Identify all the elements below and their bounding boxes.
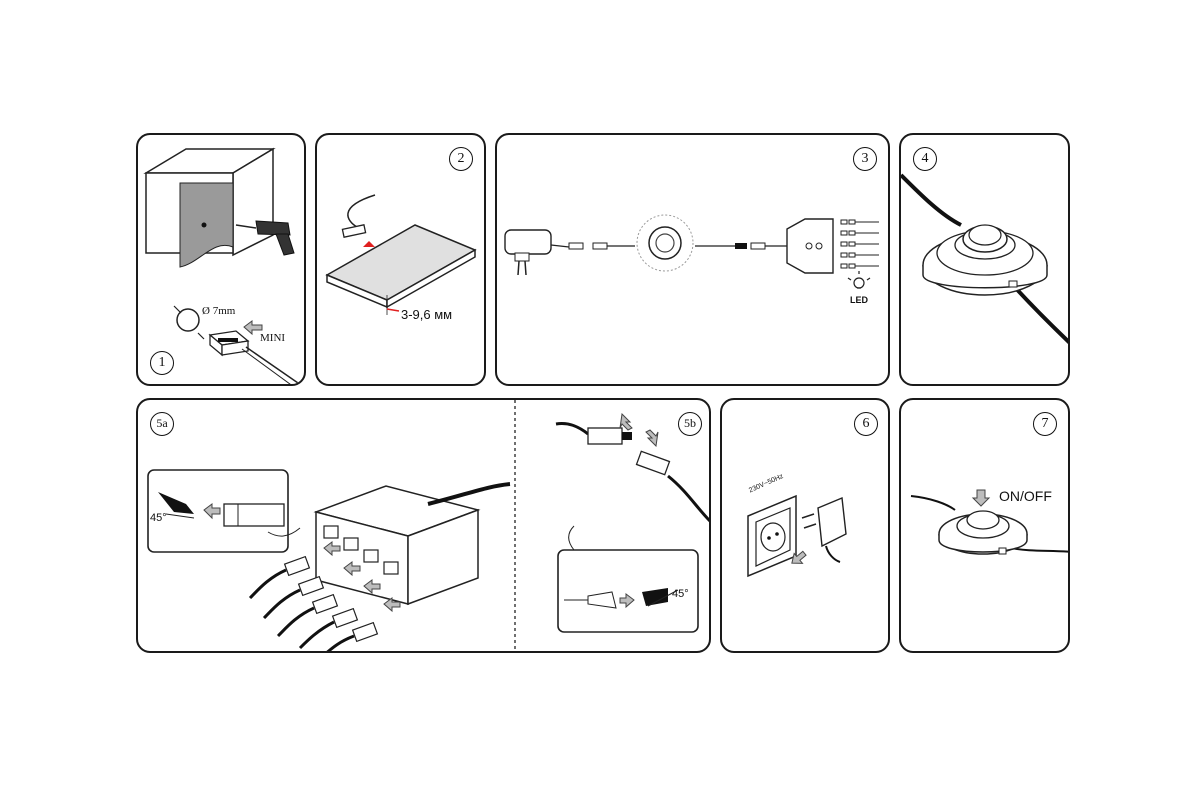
power-adapter-icon (504, 229, 552, 276)
panel-number-6: 6 (854, 412, 878, 436)
panel-7-onoff: ON/OFF 7 (899, 398, 1070, 653)
mini-connector-icon (208, 330, 299, 384)
shelf-mount-illustration (325, 194, 477, 315)
panel-number-1: 1 (150, 351, 174, 375)
led-bulb-icon (847, 271, 871, 289)
panel-4-switch: 4 (899, 133, 1070, 386)
round-light-icon (636, 214, 694, 272)
power-plug-icon (801, 496, 847, 563)
panel-6-power: 230V~50Hz 6 (720, 398, 890, 653)
led-label: LED (850, 295, 868, 305)
angle-detail-inset-5b (557, 549, 699, 633)
panel-1-drilling: Ø 7mm MINI 1 (136, 133, 306, 386)
foot-switch-illustration (901, 173, 1068, 344)
wiring-overview-illustration (504, 214, 879, 289)
press-arrow-icon (971, 489, 991, 507)
panel-number-7: 7 (1033, 412, 1057, 436)
panel-number-5a: 5a (150, 412, 174, 436)
insert-arrows-icon (323, 541, 401, 613)
mini-connector-label: MINI (260, 332, 286, 344)
drill-icon (235, 220, 295, 256)
hole-diameter-label: Ø 7mm (202, 305, 236, 317)
shelf-thickness-label: 3-9,6 мм (401, 307, 453, 322)
cabinet-drill-illustration (143, 147, 299, 384)
panel-2-mounting: 3-9,6 мм 2 (315, 133, 486, 386)
panel-number-4: 4 (913, 147, 937, 171)
multi-port-hub-icon (313, 482, 511, 606)
panel-5-connectors: 45° 45° 5a 5b (136, 398, 711, 653)
connector-assembly-illustration (147, 400, 709, 651)
angle-label-5b: 45° (672, 588, 689, 600)
connector-plugs-icon (283, 555, 379, 643)
round-switch-icon (938, 510, 1028, 555)
panel-number-5b: 5b (678, 412, 702, 436)
angle-label-5a: 45° (150, 512, 167, 524)
round-switch-icon (922, 224, 1048, 296)
wall-socket-icon (747, 494, 797, 578)
panel-3-wiring: LED 3 (495, 133, 890, 386)
socket-plug-illustration (747, 494, 847, 578)
onoff-switch-illustration (910, 489, 1068, 555)
onoff-label: ON/OFF (999, 488, 1052, 504)
mount-arrow-icon (363, 241, 375, 247)
panel-number-2: 2 (449, 147, 473, 171)
distributor-hub-icon (786, 218, 834, 274)
panel-number-3: 3 (853, 147, 877, 171)
